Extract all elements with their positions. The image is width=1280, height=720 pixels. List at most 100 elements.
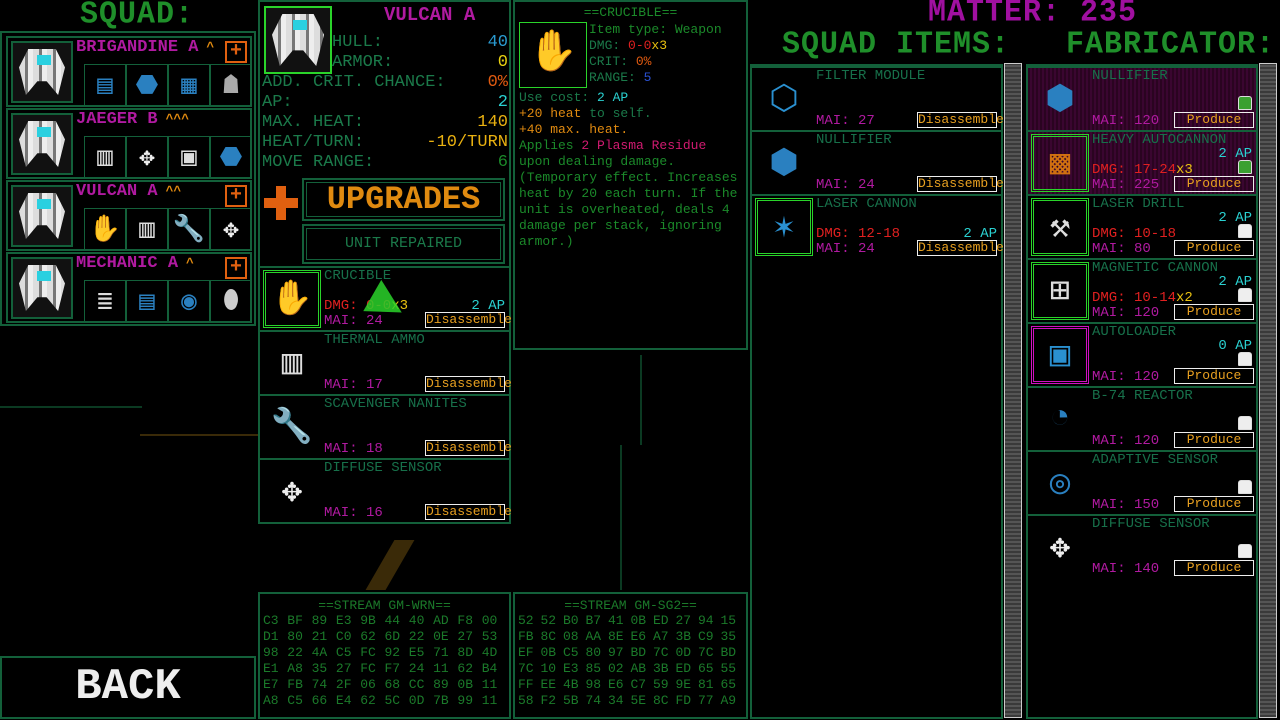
fabricator-scrollbar[interactable]	[1259, 63, 1277, 718]
lock-icon	[1238, 160, 1252, 174]
reactor-icon: ◔	[1049, 400, 1071, 438]
hex-byte: 98	[263, 645, 279, 660]
processor-chip-icon[interactable]: ▣	[168, 136, 210, 178]
thermal-ammo-icon[interactable]: ▥	[126, 208, 168, 250]
unit-repaired-button[interactable]: UNIT REPAIRED	[302, 224, 505, 264]
diffuse-sensor-icon[interactable]: ✥	[126, 136, 168, 178]
produce-button[interactable]: Produce	[1174, 176, 1254, 192]
shield-icon[interactable]: ⬣	[210, 136, 252, 178]
hex-byte: FB	[518, 629, 534, 644]
crucible-icon[interactable]: ✋	[84, 208, 126, 250]
background-line	[620, 445, 622, 590]
item-name: THERMAL AMMO	[324, 332, 425, 348]
stat-row: ADD. CRIT. CHANCE:0%	[262, 73, 510, 93]
unit-portrait	[11, 113, 73, 175]
applies-label: Applies	[519, 138, 582, 153]
produce-button[interactable]: Produce	[1174, 496, 1254, 512]
hex-byte: 62	[360, 693, 376, 708]
produce-button[interactable]: Produce	[1174, 304, 1254, 320]
squad-unit-row[interactable]: VULCAN A^^ + ✋▥🔧✥	[6, 180, 252, 251]
hex-byte: 7C	[518, 661, 534, 676]
produce-button[interactable]: Produce	[1174, 560, 1254, 576]
hex-byte: 7B	[433, 693, 449, 708]
armor-plate-icon[interactable]: ▤	[84, 64, 126, 106]
diffuse-sensor-icon[interactable]: ✥	[210, 208, 252, 250]
boulder-icon[interactable]: ⬮	[210, 280, 252, 322]
helmet-icon[interactable]: ☗	[210, 64, 252, 106]
cooling-fins-icon[interactable]: ▦	[168, 64, 210, 106]
produce-button[interactable]: Produce	[1174, 112, 1254, 128]
hex-byte: 11	[481, 693, 498, 708]
hex-byte: AD	[433, 613, 449, 628]
hex-byte: EF	[518, 645, 534, 660]
disassemble-button[interactable]: Disassemble	[917, 112, 1004, 128]
damage-multiplier: x3	[391, 298, 409, 314]
item-name: B-74 REACTOR	[1092, 388, 1193, 404]
item-ap-cost: 2 AP	[1218, 274, 1252, 290]
drill-arm-icon[interactable]: ≣	[84, 280, 126, 322]
disassemble-button[interactable]: Disassemble	[425, 312, 512, 328]
hex-byte: FC	[360, 645, 376, 660]
disassemble-button[interactable]: Disassemble	[425, 376, 512, 392]
magnetic-cannon-icon: ⊞	[1031, 262, 1089, 320]
produce-button[interactable]: Produce	[1174, 368, 1254, 384]
background-line	[140, 434, 260, 436]
shield-icon[interactable]: ⬣	[126, 64, 168, 106]
hex-byte: BD	[630, 645, 647, 660]
back-button[interactable]: BACK	[0, 656, 256, 719]
plus-icon[interactable]	[264, 186, 298, 220]
hex-byte: A7	[653, 629, 669, 644]
monitor-console-icon[interactable]: ▤	[126, 280, 168, 322]
damage-range: DMG: 17-24	[1092, 162, 1177, 178]
hex-byte: E4	[335, 693, 352, 708]
item-mai-cost: MAI: 150	[1092, 497, 1160, 513]
hex-byte: 0E	[433, 629, 449, 644]
disassemble-button[interactable]: Disassemble	[917, 176, 1004, 192]
item-ap-cost: 2 AP	[471, 298, 505, 314]
hex-byte: 22	[287, 645, 303, 660]
item-name: MAGNETIC CANNON	[1092, 260, 1219, 276]
lock-icon	[1238, 352, 1252, 366]
stat-row: HULL:40	[332, 33, 510, 53]
squad-items-scrollbar[interactable]	[1004, 63, 1022, 718]
disassemble-button[interactable]: Disassemble	[917, 240, 1004, 256]
upgrade-available-icon[interactable]: +	[225, 185, 247, 207]
disassemble-button[interactable]: Disassemble	[425, 504, 512, 520]
produce-button[interactable]: Produce	[1174, 240, 1254, 256]
stream-title: ==STREAM GM-WRN==	[318, 598, 451, 613]
thermal-ammo-icon[interactable]: ▥	[84, 136, 126, 178]
hex-byte: 8C	[540, 629, 557, 644]
unit-name-label: VULCAN A^^	[76, 182, 181, 201]
hex-byte: C9	[698, 629, 714, 644]
scavenger-nanites-icon[interactable]: 🔧	[168, 208, 210, 250]
upgrade-available-icon[interactable]: +	[225, 41, 247, 63]
squad-unit-row[interactable]: JAEGER B^^^▥✥▣⬣	[6, 108, 252, 179]
disassemble-button[interactable]: Disassemble	[425, 440, 512, 456]
upgrade-available-icon[interactable]: +	[225, 257, 247, 279]
squad-unit-row[interactable]: MECHANIC A^+≣▤◉⬮	[6, 252, 252, 323]
hex-byte: 06	[360, 677, 376, 692]
equipment-slots: ▤⬣▦☗	[84, 64, 252, 106]
vortex-icon[interactable]: ◉	[168, 280, 210, 322]
squad-unit-row[interactable]: BRIGANDINE A^+▤⬣▦☗	[6, 36, 252, 107]
upgrades-button[interactable]: UPGRADES	[302, 178, 505, 221]
hex-byte: 24	[408, 661, 425, 676]
item-mai-cost: MAI: 16	[324, 505, 383, 521]
hex-byte: 15	[720, 613, 737, 628]
produce-button[interactable]: Produce	[1174, 432, 1254, 448]
